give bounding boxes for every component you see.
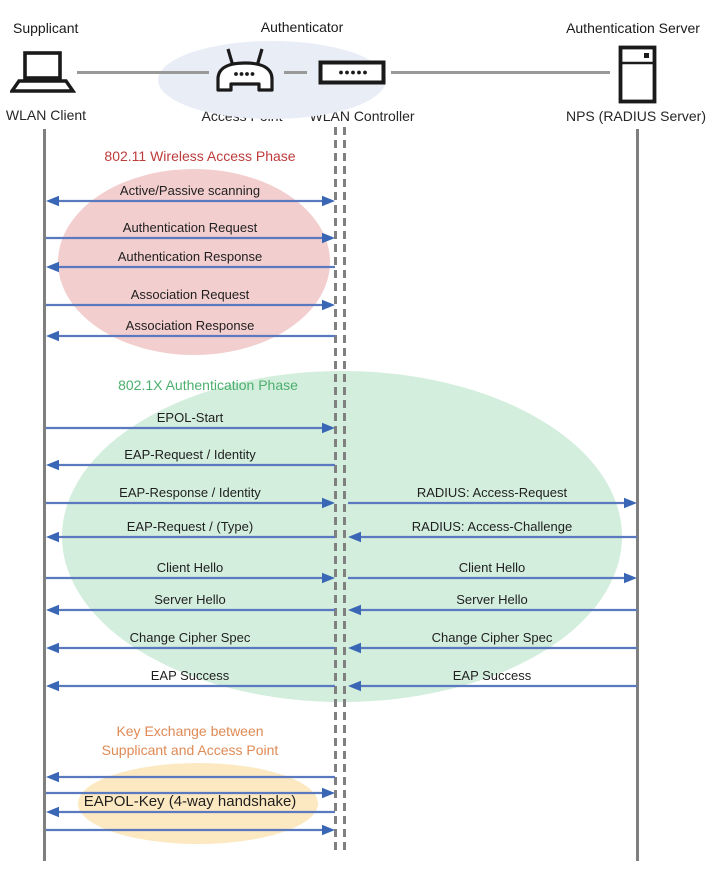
role-authenticator: Authenticator <box>260 19 344 35</box>
arrowhead <box>624 572 637 584</box>
role-supplicant: Supplicant <box>13 20 79 36</box>
connector-controller-server <box>391 71 610 74</box>
arrowhead <box>322 299 335 311</box>
lifeline-radius-server <box>636 129 639 861</box>
phase-8021x-title: 802.1X Authentication Phase <box>118 377 298 393</box>
lifeline-wlan-client <box>43 129 46 861</box>
arrowhead <box>46 330 59 342</box>
arrowhead <box>348 680 361 692</box>
message-label: Change Cipher Spec <box>129 630 251 645</box>
arrowhead <box>322 195 335 207</box>
arrowhead <box>46 261 59 273</box>
arrowhead <box>322 497 335 509</box>
wlan-controller-icon <box>318 60 386 85</box>
arrowhead <box>46 195 59 207</box>
message-label: Authentication Request <box>122 220 258 235</box>
arrowhead <box>46 771 59 783</box>
message-label: EAPOL-Key (4-way handshake) <box>83 793 297 810</box>
phase-80211-title: 802.11 Wireless Access Phase <box>104 148 296 164</box>
phase-key-exchange-title-line1: Key Exchange between <box>116 723 264 739</box>
message-label: Association Response <box>125 318 255 333</box>
message-label: RADIUS: Access-Request <box>416 485 568 500</box>
lifeline-authenticator-right <box>343 127 346 854</box>
arrowhead <box>322 232 335 244</box>
server-icon <box>618 45 657 104</box>
phase-key-exchange-title-line2: Supplicant and Access Point <box>101 742 279 758</box>
message-label: EAP-Request / (Type) <box>126 519 254 534</box>
arrowhead <box>46 604 59 616</box>
message-label: Association Request <box>130 287 250 302</box>
arrowhead <box>46 806 59 818</box>
device-label-nps-radius-server: NPS (RADIUS Server) <box>565 108 707 124</box>
arrowhead <box>46 680 59 692</box>
arrowhead <box>46 642 59 654</box>
message-label: EAP Success <box>150 668 230 683</box>
arrowhead <box>46 531 59 543</box>
connector-ap-controller <box>284 71 307 74</box>
device-label-wlan-client: WLAN Client <box>5 107 87 123</box>
arrowhead <box>322 787 335 799</box>
arrowhead <box>46 459 59 471</box>
arrowhead <box>348 604 361 616</box>
laptop-icon <box>10 51 76 93</box>
message-label: Active/Passive scanning <box>119 183 261 198</box>
arrowhead <box>322 422 335 434</box>
message-label: Authentication Response <box>117 249 263 264</box>
message-label: Server Hello <box>456 592 528 607</box>
message-label: EAP Success <box>452 668 532 683</box>
message-label: Client Hello <box>458 560 526 575</box>
role-authentication-server: Authentication Server <box>566 20 700 36</box>
arrowhead <box>624 497 637 509</box>
connector-client-ap <box>77 71 209 74</box>
arrowhead <box>348 642 361 654</box>
access-point-icon <box>216 48 274 92</box>
message-label: Client Hello <box>156 560 224 575</box>
arrowhead <box>322 572 335 584</box>
message-label: Change Cipher Spec <box>431 630 553 645</box>
message-label: RADIUS: Access-Challenge <box>411 519 573 534</box>
arrowhead <box>348 531 361 543</box>
message-label: Server Hello <box>154 592 226 607</box>
arrowhead <box>322 824 335 836</box>
message-label: EAP-Response / Identity <box>119 485 261 500</box>
message-label: EPOL-Start <box>156 410 224 425</box>
lifeline-authenticator-left <box>334 127 337 854</box>
message-label: EAP-Request / Identity <box>124 447 256 462</box>
